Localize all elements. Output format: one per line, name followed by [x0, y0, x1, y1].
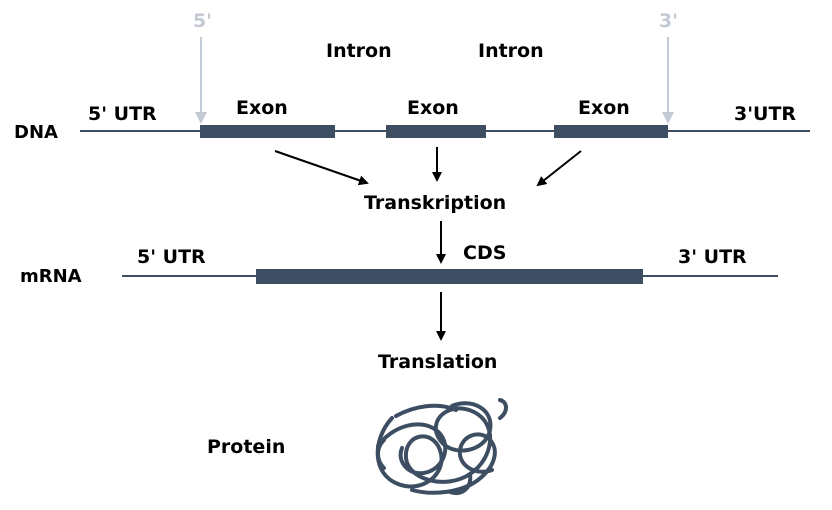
exon-block-1	[200, 125, 335, 138]
protein-label: Protein	[207, 436, 286, 458]
protein-coil-icon	[375, 398, 508, 495]
utr5-dna-label: 5' UTR	[88, 103, 157, 125]
utr3-dna-label: 3'UTR	[734, 103, 797, 125]
exon1-to-transcription-arrow	[274, 150, 369, 186]
mrna-label: mRNA	[20, 266, 82, 287]
cds-block	[256, 269, 643, 284]
translation-label: Translation	[378, 351, 498, 373]
exon-label-2: Exon	[407, 97, 459, 119]
exon-label-1: Exon	[236, 97, 288, 119]
cds-label: CDS	[463, 242, 507, 264]
intron-label-2: Intron	[478, 40, 544, 62]
exon-label-3: Exon	[578, 97, 630, 119]
utr3-mrna-label: 3' UTR	[678, 246, 747, 268]
exon-block-3	[554, 125, 668, 138]
exon3-to-transcription-arrow	[536, 150, 582, 187]
marker-5-label: 5'	[193, 10, 213, 32]
marker-3-label: 3'	[659, 10, 679, 32]
dna-label: DNA	[14, 122, 58, 143]
intron-label-1: Intron	[326, 40, 392, 62]
utr5-mrna-label: 5' UTR	[137, 246, 206, 268]
transcription-label: Transkription	[364, 192, 507, 214]
exon-block-2	[386, 125, 486, 138]
